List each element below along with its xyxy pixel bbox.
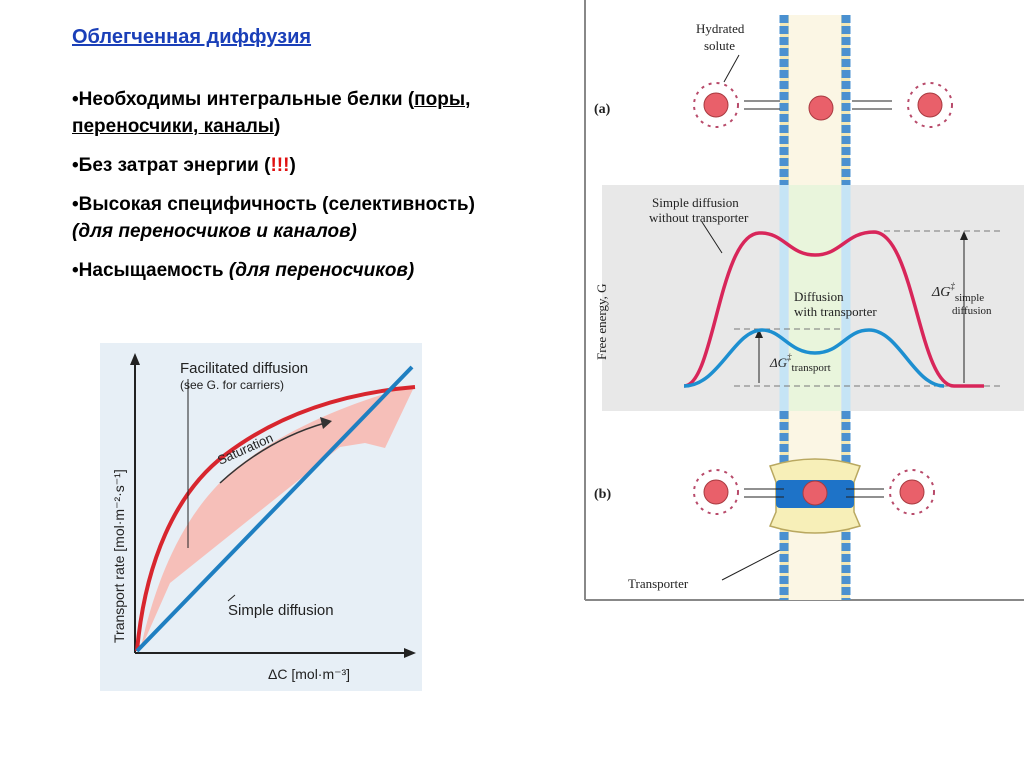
simple-without-transporter-label: Simple diffusion — [652, 195, 739, 210]
italic-note: (для переносчиков) — [228, 260, 415, 281]
bullet-list: •Необходимы интегральные белки (поры, пе… — [72, 86, 512, 296]
simple-leader-line — [227, 594, 236, 602]
with-transporter-label: Diffusion — [794, 289, 844, 304]
equilibrium-arrows-right-a — [852, 100, 892, 110]
saturation-band — [140, 385, 415, 651]
bullet-marker: • — [72, 89, 79, 110]
membrane-band — [789, 185, 841, 411]
bullet-marker: • — [72, 260, 79, 281]
solute-middle-b — [802, 480, 828, 506]
with-transporter-curve — [683, 328, 945, 388]
underlined-text: поры, переносчики, каналы — [72, 89, 471, 137]
equilibrium-arrows-right-b — [846, 488, 884, 498]
facilitated-sublabel: (see G. for carriers) — [180, 378, 284, 392]
hydrated-solute-label: Hydrated — [696, 21, 745, 36]
saturation-arrowhead — [320, 417, 332, 429]
simple-without-transporter-label-2: without transporter — [649, 210, 749, 225]
simple-diffusion-label: Simple diffusion — [228, 602, 334, 619]
panel-b-label: (b) — [594, 487, 611, 502]
with-transporter-label-2: with transporter — [794, 304, 877, 319]
y-axis-arrow — [130, 353, 140, 365]
solute-left-b — [693, 469, 739, 515]
solute-left-a — [693, 82, 739, 128]
solute-right-b — [889, 469, 935, 515]
hydrated-solute-leader — [723, 54, 740, 83]
dg-transport-label: ΔG‡transport — [769, 352, 831, 374]
x-axis-arrow — [404, 648, 416, 658]
x-axis-label: ΔC [mol·m⁻³] — [268, 666, 350, 682]
bullet-integral-proteins: •Необходимы интегральные белки (поры, пе… — [72, 89, 471, 137]
free-energy-figure: (a) (b) Hydrated solute Simple diffusion… — [584, 0, 1024, 601]
equilibrium-arrows-left-b — [744, 488, 784, 498]
hydrated-solute-label-2: solute — [704, 38, 735, 53]
solute-middle-a — [808, 95, 834, 121]
bullet-marker: • — [72, 194, 79, 215]
equilibrium-arrows-left-a — [744, 100, 780, 110]
bullet-marker: • — [72, 155, 79, 176]
italic-note: (для переносчиков и каналов) — [72, 221, 357, 242]
transporter-leader — [721, 547, 785, 581]
solute-right-a — [907, 82, 953, 128]
facilitated-label: Facilitated diffusion — [180, 360, 308, 377]
panel-a-label: (a) — [594, 102, 611, 117]
y-axis-label: Transport rate [mol·m⁻²·s⁻¹] — [111, 469, 127, 643]
simple-diffusion-line — [135, 365, 414, 653]
saturation-arrow — [219, 422, 326, 484]
facilitated-diffusion-curve — [135, 385, 416, 652]
bullet-no-energy: •Без затрат энергии (!!!) — [72, 155, 296, 176]
exclamation-highlight: !!! — [270, 155, 290, 176]
transport-rate-figure: Facilitated diffusion (see G. for carrie… — [100, 343, 422, 691]
transporter-label: Transporter — [628, 576, 689, 591]
membrane-top — [779, 15, 851, 185]
bullet-saturation: •Насыщаемость (для переносчиков) — [72, 260, 415, 281]
no-transporter-leader — [701, 221, 723, 254]
bullet-specificity: •Высокая специфичность (селективность) (… — [72, 194, 475, 242]
dg-simple-sublabel: diffusion — [952, 305, 992, 317]
dg-simple-label: ΔG‡simple — [931, 281, 984, 304]
slide-title: Облегченная диффузия — [72, 26, 312, 48]
no-transporter-curve — [683, 230, 984, 388]
free-energy-axis-label: Free energy, G — [594, 283, 609, 360]
